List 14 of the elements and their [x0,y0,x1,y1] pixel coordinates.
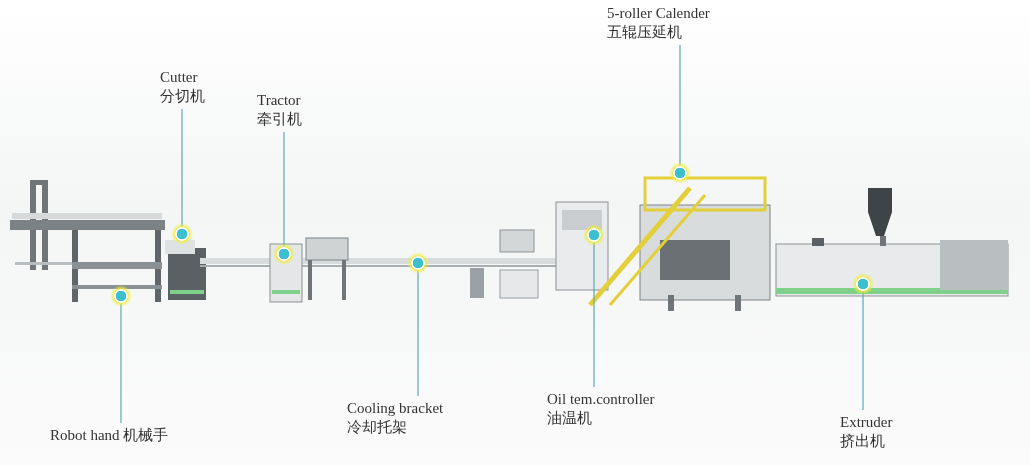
part-label: 五辊压延机 [607,23,683,42]
part-label: 挤出机 [840,432,886,451]
part-label: Cutter [160,68,199,87]
part-label: 牵引机 [257,110,302,129]
part-label: 分切机 [160,87,205,106]
part-label: 油温机 [547,409,593,428]
part-label: Tractor [257,91,302,110]
part-label: Robot hand [50,427,120,443]
part-label: Cooling bracket [347,399,444,418]
part-label: 5-roller Calender [607,4,710,23]
part-label: Oil tem.controller [547,390,655,409]
part-label: Extruder [840,413,893,432]
part-label: 冷却托架 [347,418,408,437]
part-label: 机械手 [123,427,169,443]
